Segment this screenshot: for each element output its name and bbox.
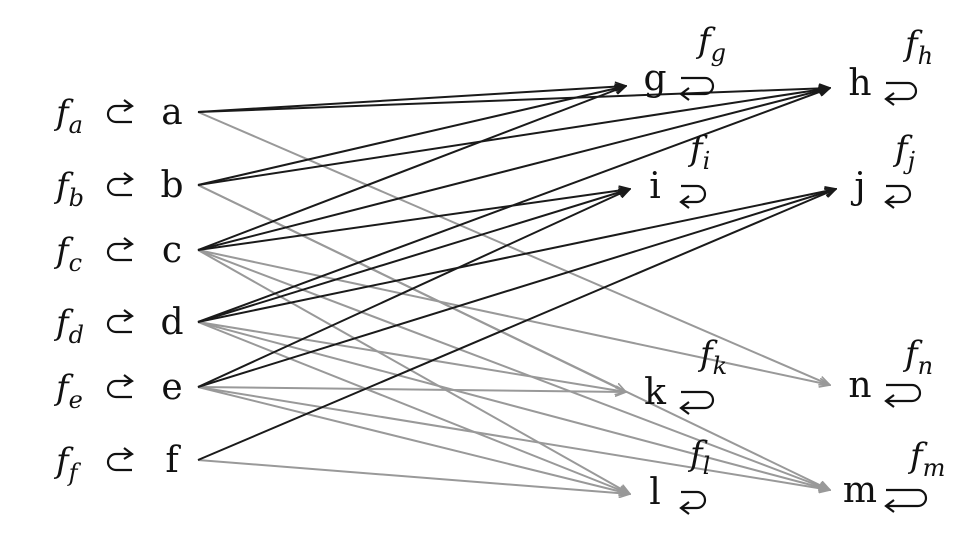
self-loop-icon-g bbox=[679, 76, 715, 101]
edge-d-to-j bbox=[197, 189, 836, 323]
node-m: m bbox=[843, 470, 877, 511]
function-label-i: fi bbox=[687, 129, 710, 175]
edge-c-to-l bbox=[197, 249, 630, 494]
self-loop-icon-f bbox=[106, 447, 134, 472]
self-loop-icon-i bbox=[679, 184, 707, 209]
function-label-g: fg bbox=[695, 21, 726, 67]
node-c: c bbox=[162, 230, 182, 271]
self-loop-icon-b bbox=[106, 172, 134, 197]
self-loop-icon-a bbox=[106, 99, 134, 124]
self-loop-icon-l bbox=[679, 490, 707, 515]
self-loop-icon-d bbox=[106, 309, 134, 334]
edge-d-to-h bbox=[197, 88, 830, 323]
node-n: n bbox=[848, 365, 871, 406]
function-label-l: fl bbox=[687, 434, 710, 480]
edge-c-to-i bbox=[197, 189, 630, 251]
node-l: l bbox=[649, 472, 661, 513]
function-label-f: ff bbox=[53, 441, 82, 487]
edge-e-to-j bbox=[197, 189, 836, 388]
edge-f-to-j bbox=[197, 188, 836, 461]
function-label-b: fb bbox=[53, 166, 84, 212]
edge-f-to-l bbox=[197, 459, 630, 494]
edge-b-to-h bbox=[197, 88, 830, 186]
node-h: h bbox=[848, 63, 871, 104]
function-label-c: fc bbox=[53, 231, 82, 277]
edge-e-to-m bbox=[197, 386, 830, 490]
edge-a-to-g bbox=[197, 86, 626, 113]
self-loop-icon-h bbox=[884, 81, 918, 106]
node-i: i bbox=[649, 166, 661, 207]
edge-d-to-k bbox=[197, 321, 626, 392]
edge-a-to-h bbox=[197, 88, 830, 113]
edge-d-to-i bbox=[197, 189, 630, 323]
function-label-d: fd bbox=[53, 303, 84, 349]
node-f: f bbox=[165, 440, 181, 481]
self-loop-icon-c bbox=[106, 237, 134, 262]
node-b: b bbox=[160, 165, 183, 206]
node-a: a bbox=[161, 92, 182, 133]
self-loop-icon-e bbox=[106, 374, 134, 399]
function-label-e: fe bbox=[53, 368, 83, 414]
edge-c-to-h bbox=[197, 88, 830, 251]
self-loop-icon-n bbox=[884, 383, 922, 408]
node-k: k bbox=[644, 372, 667, 413]
function-label-h: fh bbox=[902, 24, 933, 70]
node-j: j bbox=[850, 166, 865, 207]
edge-e-to-i bbox=[197, 188, 630, 388]
edges-layer bbox=[197, 86, 836, 495]
edge-d-to-l bbox=[197, 321, 630, 495]
function-label-m: fm bbox=[907, 436, 945, 482]
self-loop-icon-m bbox=[884, 488, 928, 513]
function-label-k: fk bbox=[697, 334, 727, 380]
function-label-n: fn bbox=[902, 334, 933, 380]
node-g: g bbox=[643, 58, 666, 99]
function-label-j: fj bbox=[892, 129, 916, 175]
edge-c-to-g bbox=[197, 86, 626, 251]
self-loop-icon-j bbox=[884, 184, 912, 209]
node-e: e bbox=[161, 367, 182, 408]
node-d: d bbox=[160, 302, 183, 343]
edge-a-to-n bbox=[197, 111, 830, 386]
edge-d-to-m bbox=[197, 321, 830, 490]
edge-c-to-n bbox=[197, 249, 830, 385]
edge-b-to-g bbox=[197, 86, 626, 186]
self-loop-icon-k bbox=[679, 390, 715, 415]
function-label-a: fa bbox=[53, 93, 83, 139]
edge-e-to-l bbox=[197, 386, 630, 494]
edge-e-to-k bbox=[197, 386, 626, 392]
